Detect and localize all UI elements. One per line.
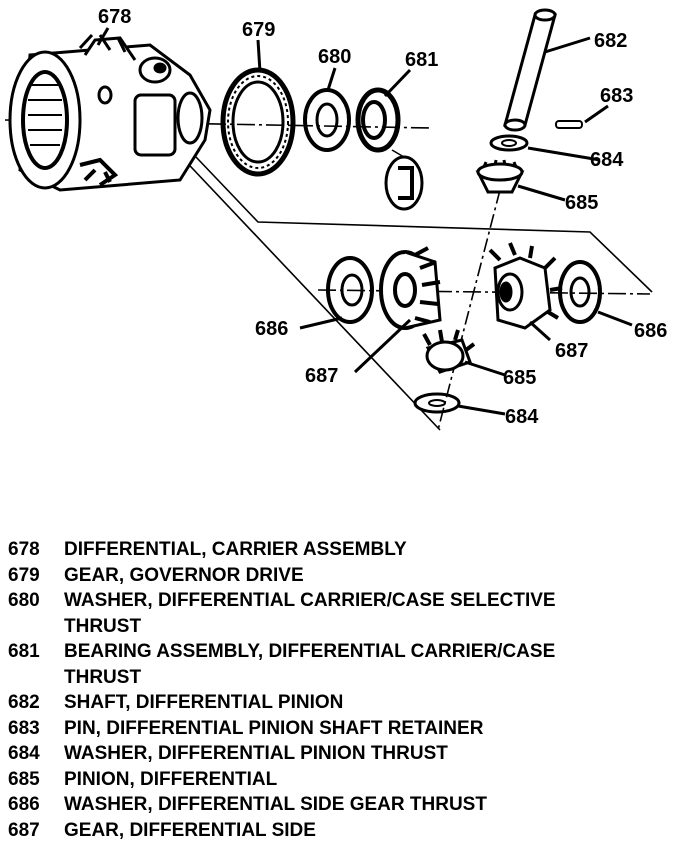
legend-part-description: BEARING ASSEMBLY, DIFFERENTIAL CARRIER/C… [64,639,678,690]
leader-683 [584,104,609,124]
legend-item: 683 PIN, DIFFERENTIAL PINION SHAFT RETAIN… [8,716,678,742]
legend-description-line: THRUST [64,615,142,637]
legend-item: 684 WASHER, DIFFERENTIAL PINION THRUST [8,741,678,767]
callout-683: 683 [600,85,633,107]
legend-part-number: 683 [8,717,40,739]
side-gear-thrust-washer-right [558,260,602,324]
legend-description-line: THRUST [64,666,142,688]
leader-680 [326,67,337,91]
legend-item: 678 DIFFERENTIAL, CARRIER ASSEMBLY [8,537,678,563]
legend-description-line: WASHER, DIFFERENTIAL SIDE GEAR THRUST [64,794,487,815]
legend-description-line: WASHER, DIFFERENTIAL PINION THRUST [64,743,448,764]
legend-part-description: GEAR, DIFFERENTIAL SIDE [64,818,678,844]
legend-description-line: GEAR, DIFFERENTIAL SIDE [64,819,316,841]
legend-part-number: 682 [8,692,40,713]
legend-part-number: 678 [8,539,40,560]
leader-687-left [353,318,412,374]
leader-687-right [528,320,552,342]
legend-item: 687 GEAR, DIFFERENTIAL SIDE [8,818,678,844]
pinion-shaft [503,8,557,132]
legend-part-number: 686 [8,794,40,815]
legend-part-description: WASHER, DIFFERENTIAL CARRIER/CASE SELECT… [64,588,678,639]
leader-686-left [299,316,343,330]
legend-description-line: PINION, DIFFERENTIAL [64,768,278,790]
legend-part-number: 681 [8,641,40,662]
callout-685-upper: 685 [565,192,598,214]
legend-item: 680 WASHER, DIFFERENTIAL CARRIER/CASE SEL… [8,588,678,639]
callout-687-right: 687 [555,340,588,362]
legend-part-description: WASHER, DIFFERENTIAL SIDE GEAR THRUST [64,792,678,818]
legend-part-number: 685 [8,768,40,790]
bearing-assembly [355,87,424,211]
leader-684-upper [527,146,601,162]
leader-679 [256,39,262,73]
governor-drive-gear [220,67,296,177]
leader-681 [383,68,412,98]
retainer-pin [555,120,583,129]
side-gear-right [488,242,563,330]
legend-part-description: GEAR, GOVERNOR DRIVE [64,563,678,589]
guide-line-pinion [437,189,501,431]
legend-description-line: GEAR, GOVERNOR DRIVE [64,564,304,586]
side-gear-left [379,246,442,330]
legend-part-description: PINION, DIFFERENTIAL [64,767,678,793]
legend-description-line: DIFFERENTIAL, CARRIER ASSEMBLY [64,539,407,560]
pinion-thrust-washer-lower [413,392,461,414]
callout-684-upper: 684 [590,149,624,171]
legend-item: 686 WASHER, DIFFERENTIAL SIDE GEAR THRUST [8,792,678,818]
axis-line-lower [317,289,651,295]
callout-680: 680 [318,46,351,68]
legend-description-line: WASHER, DIFFERENTIAL CARRIER/CASE SELECT… [64,590,556,611]
callout-686-right: 686 [634,320,667,342]
leader-686-right [597,310,633,327]
callout-684-lower: 684 [505,406,539,428]
carrier-assembly [8,33,212,192]
guide-line-left [174,149,441,431]
leader-684-lower [457,404,506,416]
guide-line-right [174,134,653,293]
callout-685-lower: 685 [503,367,536,389]
legend-item: 685 PINION, DIFFERENTIAL [8,767,678,793]
legend-part-description: DIFFERENTIAL, CARRIER ASSEMBLY [64,537,678,563]
callout-687-left: 687 [305,365,338,387]
legend-part-number: 679 [8,564,40,586]
callout-681: 681 [405,49,438,71]
legend-part-number: 680 [8,590,40,611]
legend-item: 682 SHAFT, DIFFERENTIAL PINION [8,690,678,716]
exploded-view-diagram: 678 679 680 681 682 683 684 685 686 687 … [4,6,667,431]
legend-description-line: BEARING ASSEMBLY, DIFFERENTIAL CARRIER/C… [64,641,556,662]
legend-part-number: 687 [8,819,40,841]
legend-part-description: WASHER, DIFFERENTIAL PINION THRUST [64,741,678,767]
legend-part-description: PIN, DIFFERENTIAL PINION SHAFT RETAINER [64,716,678,742]
callout-678: 678 [98,6,131,28]
callout-686-left: 686 [255,318,288,340]
leader-685-upper [517,184,566,202]
pinion-thrust-washer-upper [489,134,529,152]
legend-part-number: 684 [8,743,40,764]
leader-685-lower [464,360,506,377]
side-gear-thrust-washer-left [326,256,374,324]
legend-description-line: PIN, DIFFERENTIAL PINION SHAFT RETAINER [64,717,484,739]
differential-pinion-lower [422,329,476,374]
differential-pinion-upper [475,159,525,194]
callout-679: 679 [242,19,275,41]
legend-item: 679 GEAR, GOVERNOR DRIVE [8,563,678,589]
callout-682: 682 [594,30,627,52]
leader-682 [544,36,591,54]
leader-678 [96,27,110,46]
legend-part-description: SHAFT, DIFFERENTIAL PINION [64,690,678,716]
legend-description-line: SHAFT, DIFFERENTIAL PINION [64,692,344,713]
selective-thrust-washer [303,88,351,152]
legend-item: 681 BEARING ASSEMBLY, DIFFERENTIAL CARRIE… [8,639,678,690]
